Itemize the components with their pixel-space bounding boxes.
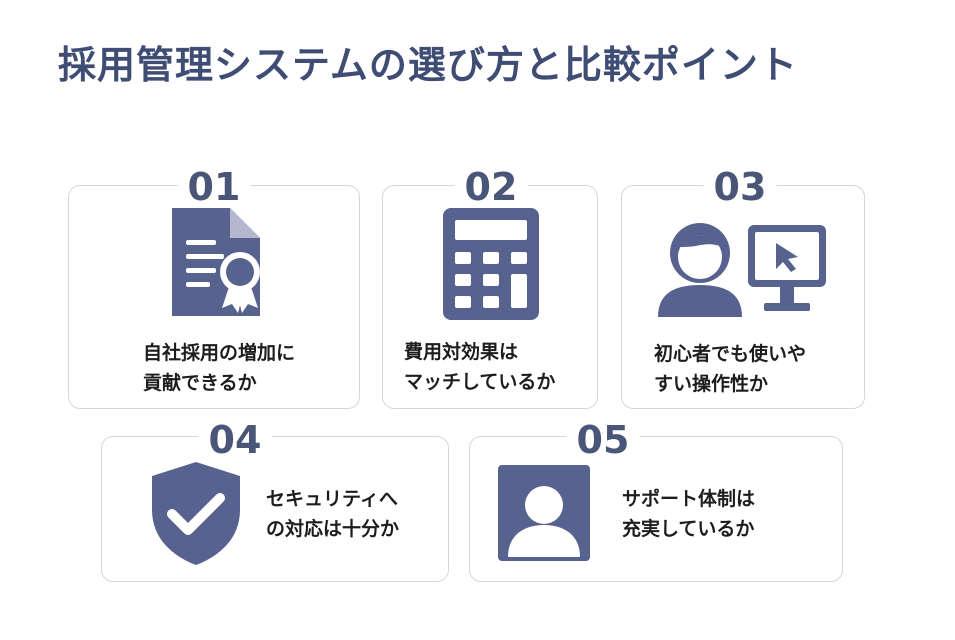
user-profile-icon xyxy=(498,465,590,561)
card-label: サポート体制は 充実しているか xyxy=(622,484,755,544)
calculator-icon xyxy=(443,208,539,320)
card-label-line-1: 初心者でも使いや xyxy=(654,343,807,365)
card-label: 自社採用の増加に 貢献できるか xyxy=(143,338,295,398)
card-label: 初心者でも使いや すい操作性か xyxy=(654,339,806,399)
card-label-line-2: 充実しているか xyxy=(622,518,755,540)
card-label-line-1: セキュリティへ xyxy=(266,488,398,510)
card-label-line-2: すい操作性か xyxy=(654,373,769,395)
card-label: 費用対効果は マッチしているか xyxy=(404,337,555,397)
document-certificate-icon xyxy=(172,208,260,316)
card-label-line-1: 費用対効果は xyxy=(404,341,519,363)
card-label: セキュリティへ の対応は十分か xyxy=(266,484,399,544)
user-computer-icon xyxy=(658,223,826,317)
card-label-line-1: 自社採用の増加に xyxy=(143,342,296,364)
card-label-line-1: サポート体制は xyxy=(622,488,756,510)
shield-check-icon xyxy=(152,462,240,565)
card-label-line-2: マッチしているか xyxy=(404,371,556,393)
card-number: 02 xyxy=(454,166,528,208)
card-number: 03 xyxy=(703,166,777,208)
card-label-line-2: 貢献できるか xyxy=(143,372,257,394)
card-number: 01 xyxy=(177,166,251,208)
card-number: 04 xyxy=(198,419,272,461)
card-label-line-2: の対応は十分か xyxy=(266,518,400,540)
card-number: 05 xyxy=(566,419,640,461)
card-03 xyxy=(621,185,865,409)
page-title: 採用管理システムの選び方と比較ポイント xyxy=(58,43,798,87)
